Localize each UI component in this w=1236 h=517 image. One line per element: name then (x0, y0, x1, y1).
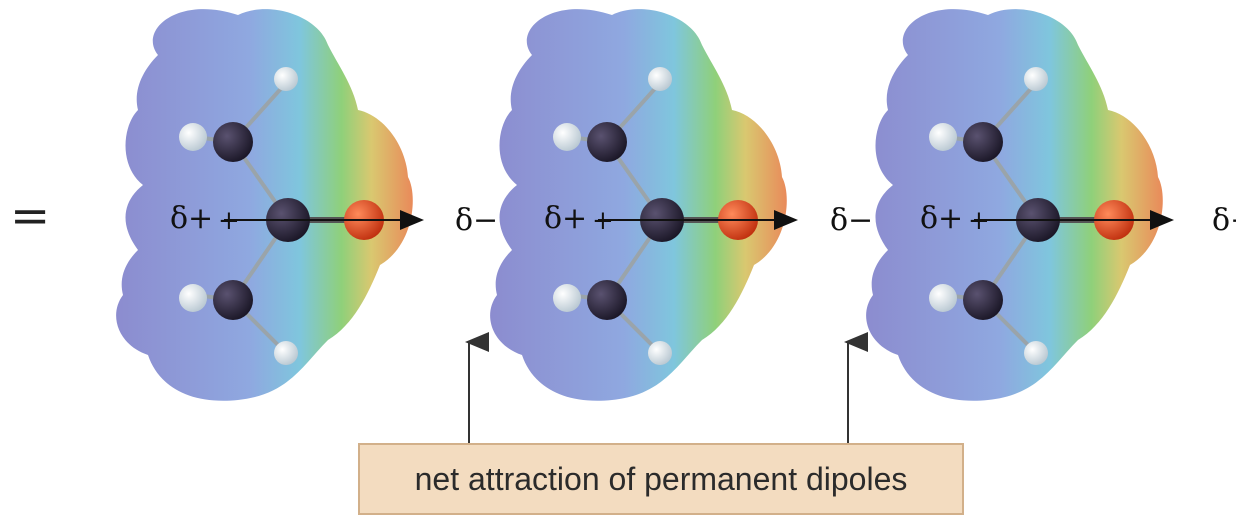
dipole-tail-plus: + (218, 206, 240, 236)
carbon-atom (587, 122, 627, 162)
dipole-tail-plus: + (968, 206, 990, 236)
delta-plus-label: δ+ (920, 201, 963, 236)
molecule-2: + (490, 9, 798, 401)
delta-plus-label: δ+ (544, 201, 587, 236)
carbon-atom (213, 122, 253, 162)
hydrogen-atom (648, 341, 672, 365)
hydrogen-atom (1024, 67, 1048, 91)
caption-text: net attraction of permanent dipoles (414, 460, 908, 497)
hydrogen-atom (553, 284, 581, 312)
hydrogen-atom (179, 123, 207, 151)
delta-minus-label: δ− (1212, 203, 1236, 238)
hydrogen-atom (929, 123, 957, 151)
hydrogen-atom (274, 341, 298, 365)
delta-minus-label: δ− (830, 203, 873, 238)
hydrogen-atom (274, 67, 298, 91)
carbon-atom (213, 280, 253, 320)
carbon-atom (587, 280, 627, 320)
delta-minus-label: δ− (455, 203, 498, 238)
dipole-tail-plus: + (592, 206, 614, 236)
molecule-1: + (116, 9, 424, 401)
molecule-3: + (866, 9, 1174, 401)
hydrogen-atom (1024, 341, 1048, 365)
hydrogen-atom (179, 284, 207, 312)
equals-sign: = (10, 188, 51, 244)
hydrogen-atom (553, 123, 581, 151)
hydrogen-atom (929, 284, 957, 312)
caption-box: net attraction of permanent dipoles (358, 443, 964, 515)
carbon-atom (963, 280, 1003, 320)
carbon-atom (963, 122, 1003, 162)
hydrogen-atom (648, 67, 672, 91)
delta-plus-label: δ+ (170, 201, 213, 236)
